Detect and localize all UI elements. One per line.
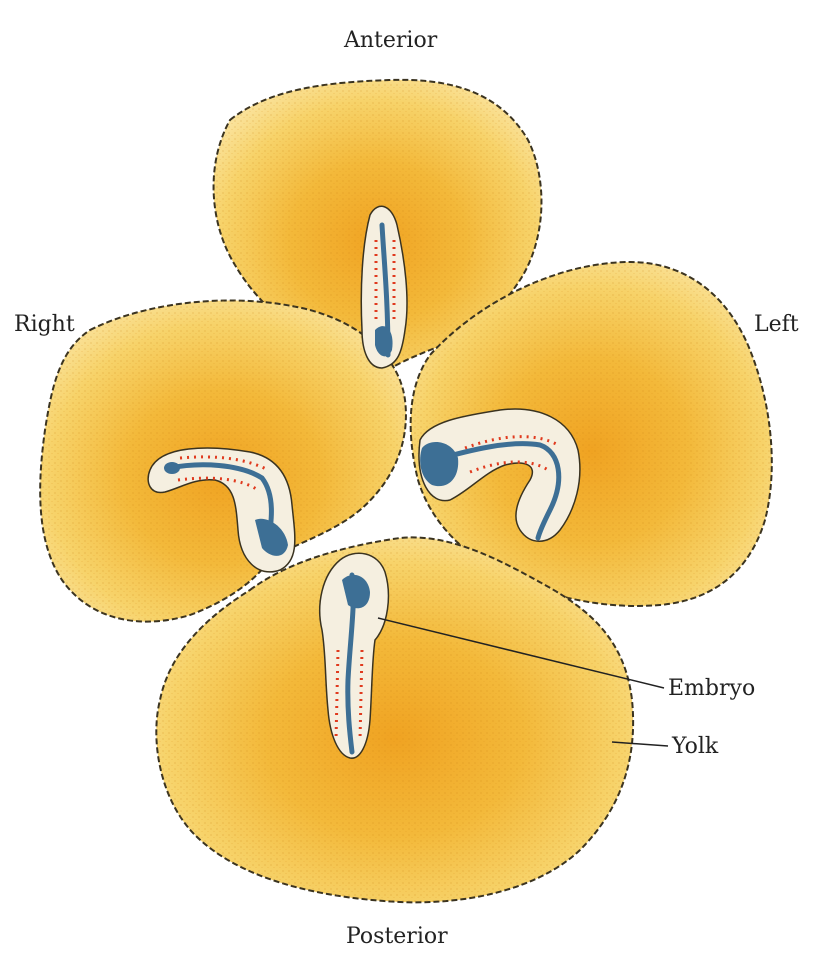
label-right: Right: [14, 312, 75, 337]
label-left: Left: [754, 312, 799, 337]
label-posterior: Posterior: [346, 924, 448, 949]
label-yolk: Yolk: [672, 734, 718, 759]
label-anterior: Anterior: [344, 28, 437, 53]
label-embryo: Embryo: [668, 676, 755, 701]
